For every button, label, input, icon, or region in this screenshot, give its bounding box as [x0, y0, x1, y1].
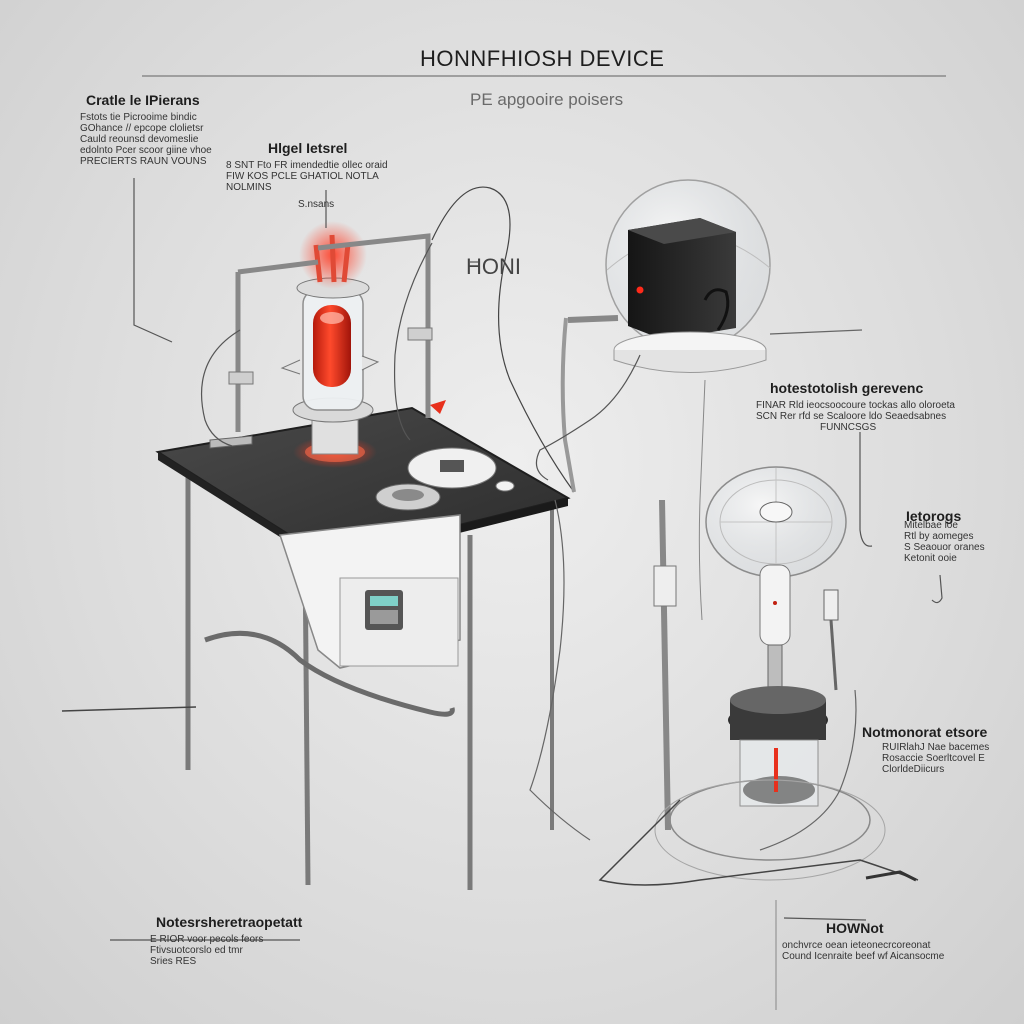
callout-right-upper-text: FINAR Rld ieocsoocoure tockas allo oloro…: [756, 400, 971, 433]
table: [61, 406, 571, 890]
callout-bottom-left-text: E RIOR voor pecols feors Ftivsuotcorslo …: [150, 934, 310, 967]
page-title: HONNFHIOSH DEVICE: [420, 46, 665, 71]
callout-line: Ketonit ooie: [904, 553, 957, 564]
callout-right-mid-text: Mitelbae loe Rtl by aomeges S Seaouor or…: [904, 520, 1009, 564]
callout-line: FINAR Rld ieocsoocoure tockas allo oloro…: [756, 400, 955, 411]
callout-top-left-label: Cratle le IPierans: [86, 92, 200, 108]
callout-line: ClorldeDiicurs: [882, 764, 945, 775]
callout-top-center-text: 8 SNT Fto FR imendedtie ollec oraid FIW …: [226, 160, 396, 210]
leader-lines: [110, 178, 943, 941]
callout-line: PRECIERTS RAUN VOUNS: [80, 156, 207, 167]
callout-bottom-right-text: onchvrce oean ieteonecrcoreonat Cound Ic…: [782, 940, 982, 962]
callout-top-left-text: Fstots tie Picrooime bindic GOhance // e…: [80, 112, 220, 167]
pointer-label: HONI: [466, 254, 521, 279]
callout-right-upper-label: hotestotolish gerevenc: [770, 380, 924, 396]
callout-line: Rosaccie Soerltcovel E: [882, 753, 985, 764]
callout-line: GOhance // epcope clolietsr: [80, 123, 204, 134]
callout-line: E RIOR voor pecols feors: [150, 934, 264, 945]
callout-right-lower-text: RUIRlahJ Nae bacemes Rosaccie Soerltcove…: [882, 742, 1002, 775]
callout-line: Cauld reounsd devomeslie: [80, 134, 199, 145]
callout-line: 8 SNT Fto FR imendedtie ollec oraid: [226, 160, 388, 171]
callout-bottom-left-label: Notesrsheretraopetatt: [156, 914, 303, 930]
callout-line: onchvrce oean ieteonecrcoreonat: [782, 940, 931, 951]
callout-line: SCN Rer rfd se Scaloore ldo Seaedsabnes: [756, 411, 947, 422]
callout-line: edolnto Pcer scoor giine vhoe: [80, 145, 212, 156]
callout-line: Sries RES: [150, 956, 197, 967]
callout-line: S Seaouor oranes: [904, 542, 985, 553]
callout-top-center-label: Hlgel Ietsrel: [268, 140, 348, 156]
callout-bottom-right-label: HOWNot: [826, 920, 884, 936]
callout-line: Mitelbae loe: [904, 520, 958, 531]
callout-line: Cound Icenraite beef wf Aicansocme: [782, 951, 945, 962]
callout-right-lower-label: Notmonorat etsore: [862, 724, 988, 740]
dome-device: [535, 179, 863, 493]
callout-line: S.nsans: [298, 199, 335, 210]
callout-line: Fstots tie Picrooime bindic: [80, 112, 197, 123]
callout-line: Ftivsuotcorslo ed tmr: [150, 945, 243, 956]
page-subtitle: PE apgooire poisers: [470, 90, 624, 109]
callout-right-mid-label: Ietorogs: [906, 508, 962, 524]
callout-line: RUIRlahJ Nae bacemes: [882, 742, 990, 753]
callout-line: FIW KOS PCLE GHATIOL NOTLA NOLMINS: [226, 171, 379, 193]
callout-line: Rtl by aomeges: [904, 531, 974, 542]
globe-lamp: [598, 466, 919, 1010]
red-tube-apparatus: [201, 186, 575, 493]
callout-line: FUNNCSGS: [820, 422, 877, 433]
pole-and-probe: [529, 379, 706, 841]
